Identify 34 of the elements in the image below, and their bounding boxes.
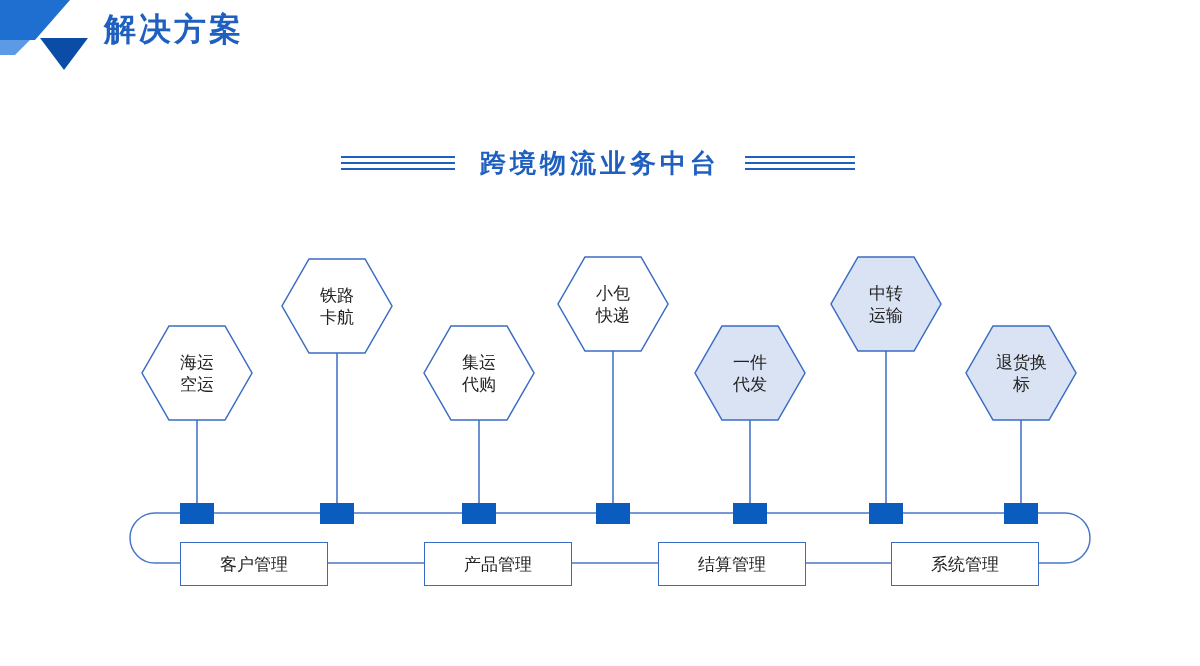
track-marker xyxy=(869,503,903,524)
module-panel: 系统管理 xyxy=(891,542,1039,586)
connector-line xyxy=(196,419,198,504)
hexagon-node xyxy=(965,325,1077,421)
track-marker xyxy=(596,503,630,524)
hexagon-node xyxy=(423,325,535,421)
hexagon-node xyxy=(141,325,253,421)
node-label: 中转运输 xyxy=(868,282,904,326)
connector-line xyxy=(336,352,338,504)
hexagon-node xyxy=(281,258,393,354)
node-label: 铁路卡航 xyxy=(319,284,355,328)
connector-line xyxy=(749,419,751,504)
hexagon-node xyxy=(694,325,806,421)
node-label: 海运空运 xyxy=(179,351,215,395)
track-marker xyxy=(320,503,354,524)
module-panel: 产品管理 xyxy=(424,542,572,586)
node-label: 一件代发 xyxy=(732,351,768,395)
track-marker xyxy=(1004,503,1038,524)
section-heading: 跨境物流业务中台 xyxy=(479,147,721,180)
hexagon-node xyxy=(557,256,669,352)
module-panel: 客户管理 xyxy=(180,542,328,586)
track-marker xyxy=(180,503,214,524)
connector-line xyxy=(612,350,614,504)
track-marker xyxy=(462,503,496,524)
node-label: 退货换标 xyxy=(994,351,1048,395)
module-panel: 结算管理 xyxy=(658,542,806,586)
track-marker xyxy=(733,503,767,524)
connector-line xyxy=(885,350,887,504)
connector-line xyxy=(1020,419,1022,504)
node-label: 集运代购 xyxy=(461,351,497,395)
node-label: 小包快递 xyxy=(595,282,631,326)
connector-line xyxy=(478,419,480,504)
hexagon-node xyxy=(830,256,942,352)
slide-title: 解决方案 xyxy=(104,9,244,50)
